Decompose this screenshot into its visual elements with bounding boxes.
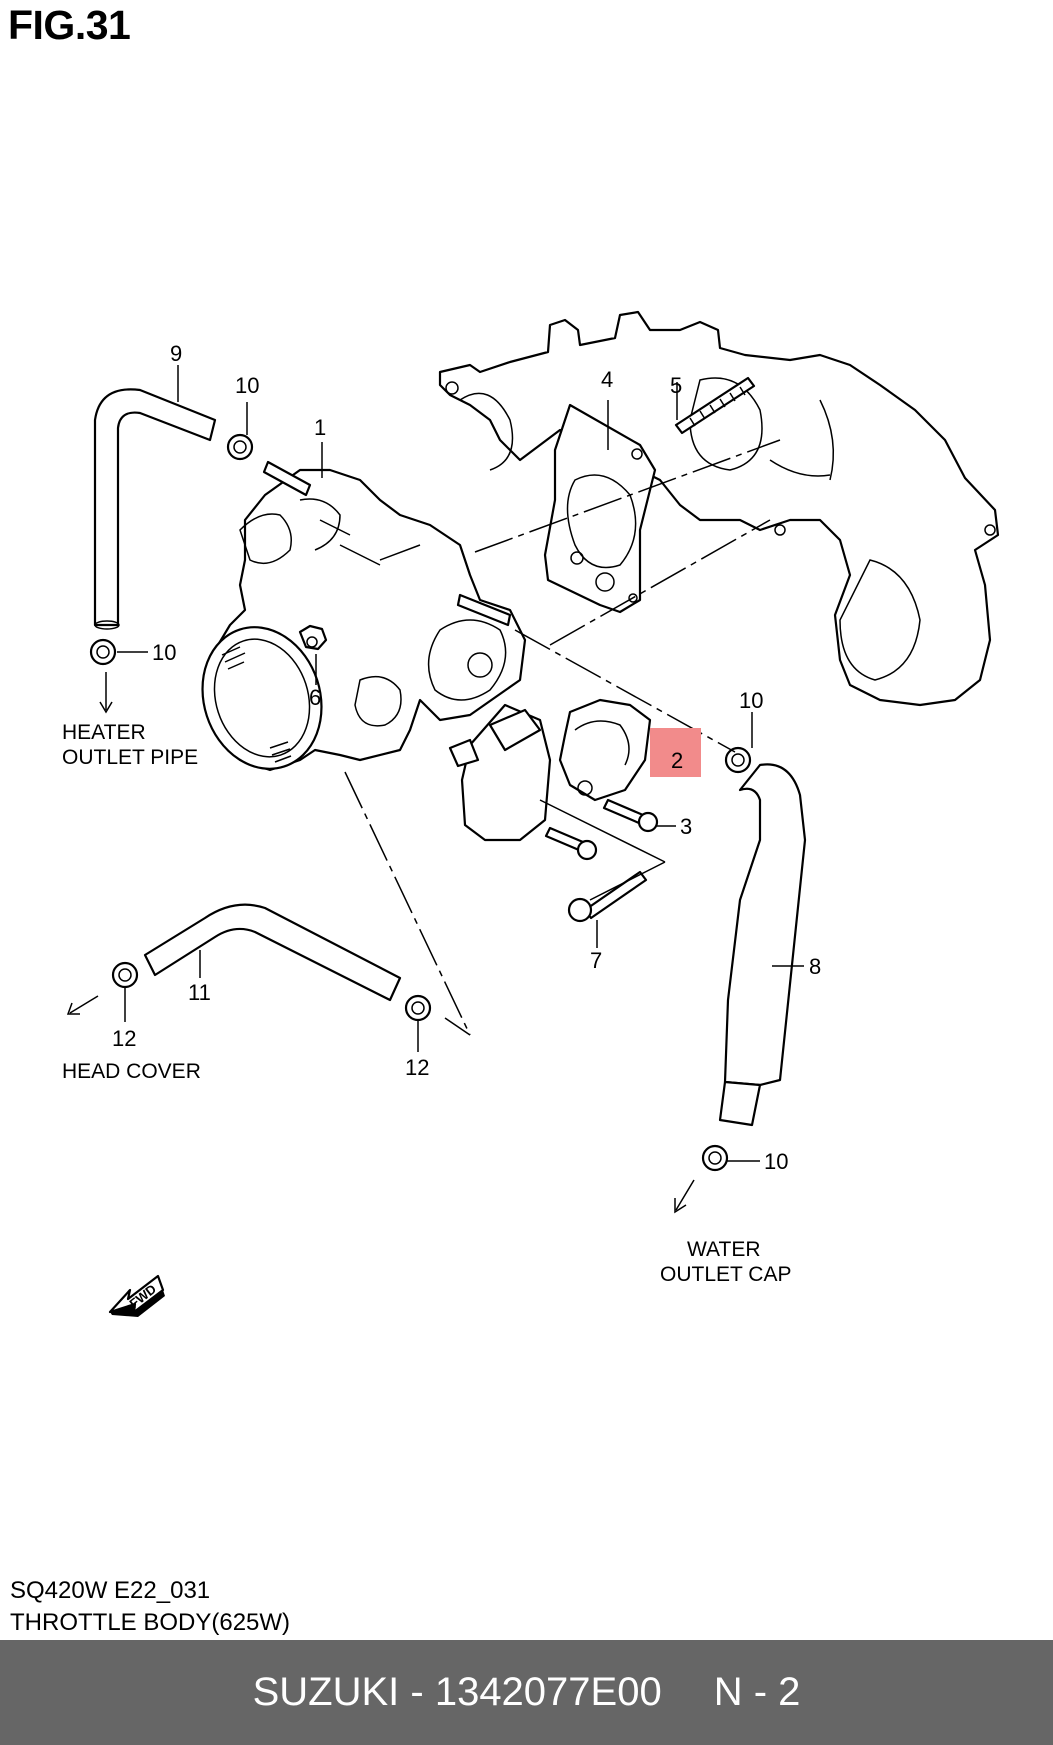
hose-11 bbox=[143, 903, 402, 1002]
callout-11: 11 bbox=[188, 980, 211, 1005]
callout-10-left: 10 bbox=[152, 640, 176, 665]
callout-9: 9 bbox=[170, 341, 182, 366]
callout-12-left: 12 bbox=[112, 1026, 136, 1051]
heater-label-line1: HEATER bbox=[62, 721, 146, 744]
heater-label-line2: OUTLET PIPE bbox=[62, 746, 198, 769]
throttle-body-diagram: 9 10 1 4 5 10 6 10 2 3 7 8 11 12 12 10 H… bbox=[62, 310, 1000, 1317]
assembly-lines bbox=[344, 439, 781, 1036]
water-label-line2: OUTLET CAP bbox=[660, 1263, 791, 1286]
idle-air-control-valve bbox=[448, 703, 552, 842]
callout-3: 3 bbox=[680, 814, 692, 839]
callout-1: 1 bbox=[314, 415, 326, 440]
leader-lines bbox=[117, 365, 804, 1162]
water-label-line1: WATER bbox=[687, 1238, 761, 1261]
callout-6: 6 bbox=[309, 685, 321, 710]
diagram-name: THROTTLE BODY(625W) bbox=[10, 1609, 291, 1636]
callout-5: 5 bbox=[670, 373, 682, 398]
direction-arrows bbox=[66, 672, 695, 1214]
callout-12-right: 12 bbox=[405, 1055, 429, 1080]
callout-8: 8 bbox=[809, 954, 821, 979]
bottom-info-bar: SUZUKI - 1342077E00 N - 2 bbox=[0, 1640, 1053, 1745]
throttle-position-sensor bbox=[558, 698, 652, 802]
page-indicator: N - 2 bbox=[713, 1670, 801, 1714]
fwd-arrow-icon: FWD bbox=[108, 1274, 165, 1317]
brand-part-number: SUZUKI - 1342077E00 bbox=[252, 1670, 662, 1714]
screws bbox=[544, 798, 659, 923]
nut bbox=[298, 624, 328, 651]
callout-10-bottom: 10 bbox=[764, 1149, 788, 1174]
callout-4: 4 bbox=[601, 367, 613, 392]
callout-7: 7 bbox=[590, 948, 602, 973]
figure-title: FIG.31 bbox=[8, 2, 131, 48]
callout-10-right: 10 bbox=[739, 688, 763, 713]
head-cover-label: HEAD COVER bbox=[62, 1060, 201, 1083]
hose-8 bbox=[718, 763, 807, 1127]
hose-9 bbox=[93, 388, 217, 630]
callout-2: 2 bbox=[671, 748, 683, 773]
diagram-caption: SQ420W E22_031 THROTTLE BODY(625W) bbox=[10, 1575, 290, 1639]
stud-bolt bbox=[674, 376, 756, 435]
hose-clamps bbox=[89, 433, 752, 1172]
throttle-body bbox=[201, 460, 527, 772]
diagram-code: SQ420W E22_031 bbox=[10, 1577, 211, 1604]
callout-2-highlight bbox=[650, 728, 701, 777]
callout-10-top: 10 bbox=[235, 373, 259, 398]
gasket bbox=[543, 403, 657, 614]
